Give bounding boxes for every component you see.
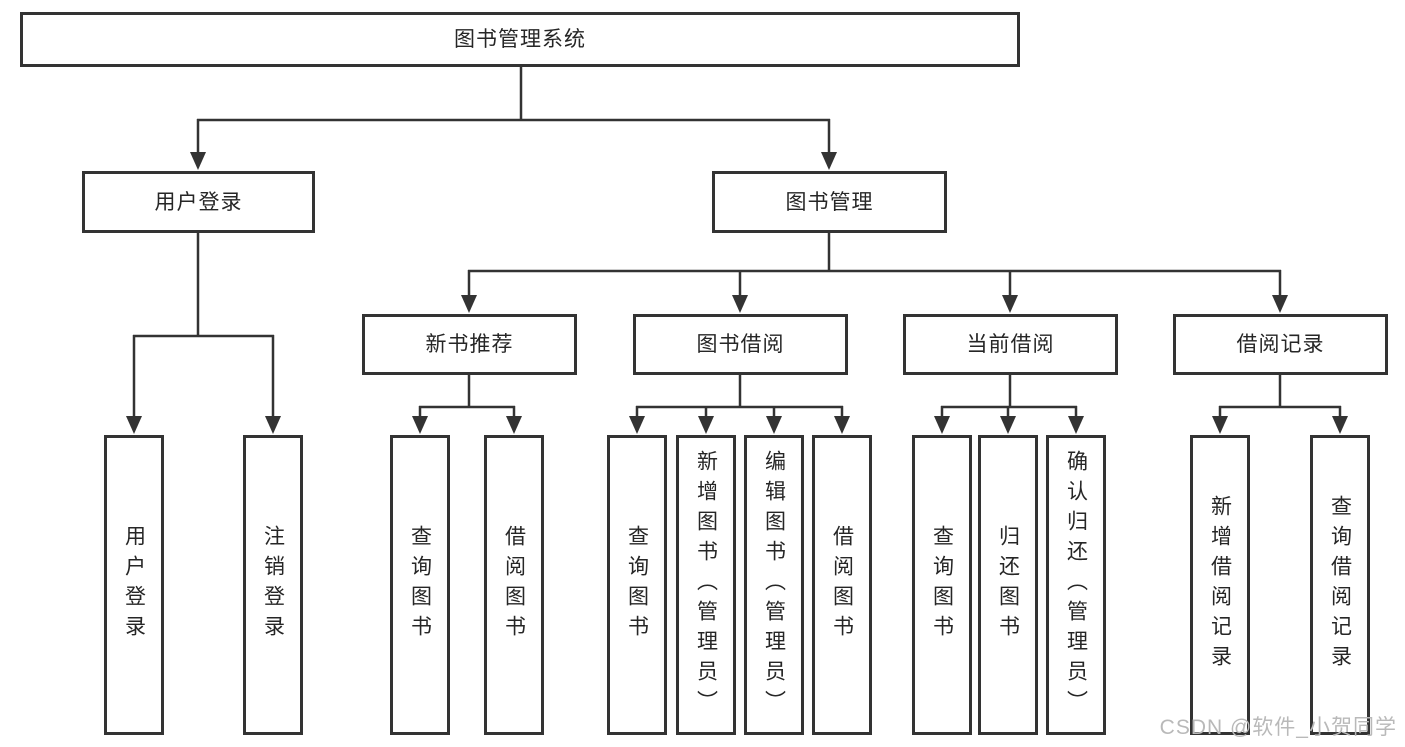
node-book-management: 图书管理 — [712, 171, 947, 233]
leaf-add-borrow-record: 新增借阅记录 — [1190, 435, 1250, 735]
leaf-query-books-borrow: 查询图书 — [607, 435, 667, 735]
arrowheads — [126, 152, 1348, 434]
node-borrowing-records: 借阅记录 — [1173, 314, 1388, 375]
node-library-system: 图书管理系统 — [20, 12, 1020, 67]
leaf-return-books: 归还图书 — [978, 435, 1038, 735]
leaf-confirm-return-admin: 确认归还（管理员） — [1046, 435, 1106, 735]
node-user-login: 用户登录 — [82, 171, 315, 233]
leaf-borrow-books-recommend: 借阅图书 — [484, 435, 544, 735]
leaf-add-books-admin: 新增图书（管理员） — [676, 435, 736, 735]
node-current-borrowing: 当前借阅 — [903, 314, 1118, 375]
leaf-logout: 注销登录 — [243, 435, 303, 735]
leaf-edit-books-admin: 编辑图书（管理员） — [744, 435, 804, 735]
leaf-borrow-books: 借阅图书 — [812, 435, 872, 735]
leaf-user-login: 用户登录 — [104, 435, 164, 735]
node-new-book-recommend: 新书推荐 — [362, 314, 577, 375]
node-book-borrowing: 图书借阅 — [633, 314, 848, 375]
csdn-watermark: CSDN @软件_小贺同学 — [1159, 716, 1397, 739]
leaf-query-books-current: 查询图书 — [912, 435, 972, 735]
leaf-query-borrow-record: 查询借阅记录 — [1310, 435, 1370, 735]
leaf-query-books-recommend: 查询图书 — [390, 435, 450, 735]
